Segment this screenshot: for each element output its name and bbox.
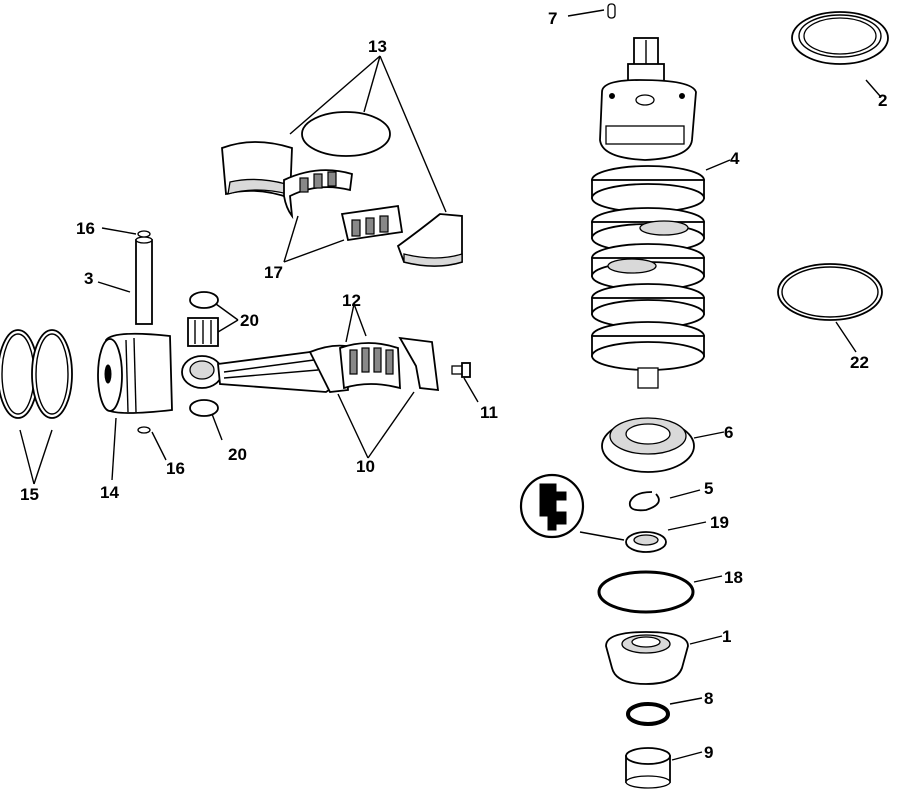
seal-8-part [626, 702, 670, 726]
piston-ring-13-part [301, 111, 391, 157]
callout-20-bottom: 20 [228, 445, 247, 464]
callout-19: 19 [710, 513, 729, 532]
connecting-rod-part [181, 336, 440, 393]
callout-9: 9 [704, 743, 713, 762]
snap-ring-22-part [777, 263, 883, 321]
callout-18: 18 [724, 568, 743, 587]
top-seal-ring-part [791, 11, 889, 65]
callout-16-bottom: 16 [166, 459, 185, 478]
pin-clip-top [137, 230, 151, 238]
callout-11: 11 [480, 403, 498, 422]
needle-bearing-17b-part [340, 204, 404, 242]
callout-12: 12 [342, 291, 361, 310]
callout-4: 4 [730, 149, 740, 168]
wrist-pin-part [135, 236, 153, 325]
washer-20-top [189, 291, 219, 309]
washer-20-bottom [189, 399, 219, 417]
callout-8: 8 [704, 689, 713, 708]
piston-ring-15b-part [31, 329, 73, 419]
tool-icon [519, 473, 585, 539]
callout-2: 2 [878, 91, 887, 110]
callout-3: 3 [84, 269, 93, 288]
needle-bearing-17a-part [283, 169, 353, 220]
callout-7: 7 [548, 9, 557, 28]
main-bearing-half-left [221, 141, 293, 200]
screw-part [451, 362, 471, 378]
o-ring-part [597, 570, 695, 614]
callout-22: 22 [850, 353, 869, 372]
callout-10: 10 [356, 457, 375, 476]
seal-19-part [625, 531, 667, 553]
piston-part [97, 332, 173, 414]
callout-14: 14 [100, 483, 119, 502]
end-cap-part [605, 631, 689, 685]
callout-6: 6 [724, 423, 733, 442]
callout-17: 17 [264, 263, 283, 282]
callout-1: 1 [722, 627, 731, 646]
callout-20-top: 20 [240, 311, 259, 330]
main-bearing-half-right [396, 213, 463, 267]
callout-15: 15 [20, 485, 39, 504]
retaining-ring-part [628, 491, 660, 512]
callout-5: 5 [704, 479, 713, 498]
needle-bearing-12-part [339, 342, 401, 390]
callout-13: 13 [368, 37, 387, 56]
sleeve-part [625, 747, 671, 789]
pin-clip-bottom [137, 426, 151, 434]
leader-lines [19, 9, 881, 761]
crankshaft-part [591, 37, 705, 389]
needle-bearing-20-part [187, 317, 219, 347]
callout-16-top: 16 [76, 219, 95, 238]
small-pin-part [607, 3, 616, 19]
snap-ring-22-inner [781, 266, 879, 318]
ball-bearing-part [601, 417, 695, 473]
